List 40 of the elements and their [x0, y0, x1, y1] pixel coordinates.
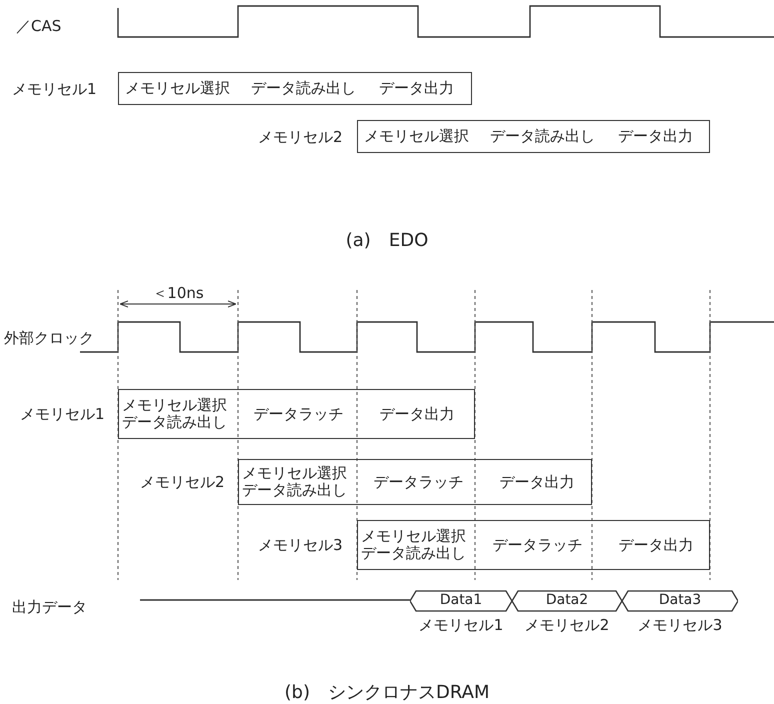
- row-label: メモリセル1: [418, 616, 504, 635]
- data-label: Data2: [546, 592, 588, 608]
- row-label: メモリセル3: [258, 536, 343, 555]
- phase-label: メモリセル選択: [364, 128, 469, 145]
- phase-label: データラッチ: [254, 406, 344, 422]
- data-label: Data3: [658, 592, 702, 608]
- phase-label: メモリセル選択データ読み出し: [122, 397, 228, 431]
- row-label: メモリセル1: [20, 405, 105, 424]
- data-cell: [512, 590, 622, 612]
- timing-bar: [357, 520, 710, 570]
- phase-label: データ読み出し: [251, 80, 356, 97]
- row-label: メモリセル1: [12, 80, 97, 99]
- data-cell: [622, 590, 738, 612]
- phase-label: データ読み出し: [490, 128, 595, 145]
- timing-bar: [357, 120, 710, 153]
- signal-label: 出力データ: [12, 598, 87, 617]
- timing-bar: [118, 72, 472, 105]
- row-label: メモリセル2: [524, 616, 610, 635]
- phase-label: データラッチ: [374, 474, 464, 490]
- signal-label: ／CAS: [16, 17, 62, 36]
- phase-label: メモリセル選択: [125, 80, 230, 97]
- dimension-label: ＜10ns: [152, 284, 204, 303]
- phase-label: データ出力: [618, 128, 693, 145]
- phase-label: データ出力: [379, 80, 454, 97]
- row-label: メモリセル3: [638, 616, 722, 635]
- phase-label: データ出力: [618, 536, 694, 554]
- caption: (a) EDO: [346, 229, 428, 252]
- row-label: メモリセル2: [140, 473, 225, 492]
- timing-bar: [238, 459, 592, 505]
- phase-label: データラッチ: [492, 536, 582, 554]
- signal-label: 外部クロック: [4, 329, 94, 348]
- data-label: Data1: [440, 592, 482, 608]
- phase-label: メモリセル選択データ読み出し: [242, 465, 348, 499]
- caption: (b) シンクロナスDRAM: [284, 681, 490, 704]
- phase-label: データ出力: [380, 406, 454, 422]
- phase-label: データ出力: [500, 474, 574, 490]
- phase-label: メモリセル選択データ読み出し: [361, 528, 467, 562]
- data-cell: [410, 590, 512, 612]
- row-label: メモリセル2: [258, 128, 343, 147]
- timing-bar: [118, 389, 475, 439]
